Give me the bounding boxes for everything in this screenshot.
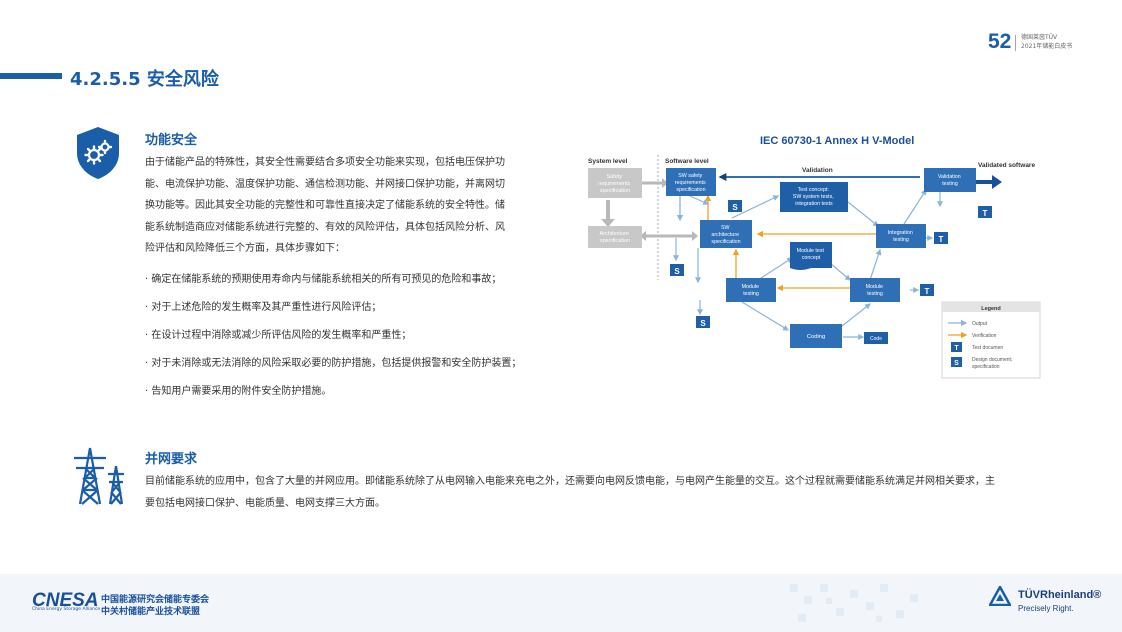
spec-badge: S	[696, 316, 710, 328]
architecture-box	[588, 226, 642, 248]
paragraph-line: 能系统制造商应对储能系统进行完整的、有效的风险评估，具体包括风险分析、风	[145, 221, 505, 233]
svg-text:Test concept: SW system te: Test concept: SW system tests, integrati…	[793, 187, 835, 207]
coding-box	[790, 324, 842, 348]
test-badge: T	[978, 206, 992, 218]
svg-text:S: S	[732, 203, 738, 212]
svg-text:T: T	[954, 345, 959, 352]
legend-design-doc: Design document; specification	[972, 357, 1014, 370]
header-divider	[1015, 35, 1016, 51]
bullet-item: · 在设计过程中消除或减少所评估风险的发生概率和严重性；	[145, 330, 412, 341]
svg-text:Validation testing: Validation testing	[938, 174, 962, 187]
paragraph-line: 要包括电网接口保护、电能质量、电网支撑三大方面。	[145, 497, 385, 509]
diagram-legend: Legend Output Verification T Test docume…	[941, 301, 1041, 379]
coding-label: Coding	[807, 334, 825, 340]
functional-safety-title: 功能安全	[145, 133, 198, 148]
diagram-title: IEC 60730-1 Annex H V-Model	[760, 135, 914, 147]
section-title: 4.2.5.5 安全风险	[70, 69, 219, 90]
svg-text:Module test concept: Module test concept	[797, 248, 826, 261]
spec-badge: S	[728, 200, 742, 212]
power-tower-icon	[74, 447, 124, 505]
shield-gear-icon	[77, 127, 119, 179]
header-publication: 德国莱茵TÜV 2021年储能白皮书	[1021, 33, 1072, 51]
module-testing-right-box	[850, 278, 900, 302]
software-level-label: Software level	[665, 158, 709, 165]
svg-text:S: S	[700, 319, 706, 328]
legend-test-doc: Test documen	[972, 345, 1003, 351]
svg-text:Architecture specification: Architecture specification	[600, 231, 631, 244]
cnesa-english-name: China Energy Storage Alliance	[32, 607, 101, 612]
test-badge: T	[920, 284, 934, 296]
paragraph-line: 换功能等。因此其安全功能的完整性和可靠性直接决定了储能系统的安全特性。储	[145, 200, 505, 211]
test-badge: T	[934, 232, 948, 244]
safety-requirements-box	[588, 168, 642, 198]
svg-text:Module testing: Module testing	[742, 284, 761, 297]
svg-text:S: S	[674, 267, 680, 276]
paragraph-line: 由于储能产品的特殊性，其安全性需要结合多项安全功能来实现，包括电压保护功	[145, 157, 505, 168]
code-box	[864, 332, 888, 344]
paragraph-line: 目前储能系统的应用中，包含了大量的并网应用。即储能系统除了从电网输入电能来充电之…	[145, 476, 995, 487]
header-org-line2: 2021年储能白皮书	[1021, 43, 1073, 50]
grid-requirements-paragraph: 目前储能系统的应用中，包含了大量的并网应用。即储能系统除了从电网输入电能来充电之…	[145, 471, 1065, 514]
tuv-logo-text: TÜVRheinland®	[1018, 589, 1102, 601]
system-level-label: System level	[588, 158, 628, 165]
svg-text:Module testing: Module testing	[866, 284, 885, 297]
tuv-triangle-icon	[989, 586, 1011, 606]
bullet-item: · 对于未消除或无法消除的风险采取必要的防护措施，包括提供报警和安全防护装置；	[145, 358, 522, 369]
page-number: 52	[988, 30, 1012, 53]
paragraph-line: 能、电流保护功能、温度保护功能、通信检测功能、并网接口保护功能，并离网切	[145, 178, 505, 190]
bullet-item: · 对于上述危险的发生概率及其严重性进行风险评估；	[145, 302, 382, 313]
cnesa-chinese-name-2: 中关村储能产业技术联盟	[101, 607, 201, 617]
test-concept-box	[780, 182, 848, 212]
header-org-line1: 德国莱茵TÜV	[1021, 34, 1058, 41]
module-test-concept-box	[790, 242, 832, 268]
validated-software-label: Validated software	[978, 162, 1035, 169]
v-model-diagram: IEC 60730-1 Annex H V-Model System level…	[588, 135, 1041, 379]
footer-band	[0, 574, 1122, 632]
code-label: Code	[870, 336, 882, 342]
tuv-tagline: Precisely Right.	[1018, 604, 1074, 613]
cnesa-chinese-name-1: 中国能源研究会储能专委会	[101, 595, 210, 605]
svg-text:T: T	[925, 287, 930, 296]
svg-text:Safety requirements sp: Safety requirements specification	[598, 174, 632, 194]
bullet-item: · 确定在储能系统的预期使用寿命内与储能系统相关的所有可预见的危险和事故；	[145, 274, 502, 285]
grid-requirements-title: 并网要求	[145, 452, 198, 467]
section-title-bar	[0, 73, 62, 79]
svg-text:T: T	[939, 235, 944, 244]
legend-output: Output	[972, 321, 988, 327]
paragraph-line: 险评估和风险降低三个方面，具体步骤如下：	[145, 243, 345, 254]
validated-software-arrow	[976, 175, 1002, 189]
sw-architecture-box	[700, 220, 752, 248]
cnesa-logo: CNESA	[32, 590, 99, 611]
sw-safety-requirements-box	[666, 168, 716, 196]
module-testing-left-box	[726, 278, 776, 302]
validation-label: Validation	[802, 167, 833, 174]
footer-dot-pattern	[790, 584, 918, 622]
spec-badge: S	[670, 264, 684, 276]
validation-testing-box	[924, 168, 976, 192]
functional-safety-paragraph: 由于储能产品的特殊性，其安全性需要结合多项安全功能来实现，包括电压保护功 能、电…	[145, 152, 545, 260]
svg-text:T: T	[983, 209, 988, 218]
integration-testing-box	[876, 224, 926, 248]
legend-verification: Verification	[972, 333, 997, 339]
svg-text:SW architecture specif: SW architecture specification	[711, 225, 740, 245]
svg-text:Integration testing: Integration testing	[888, 230, 915, 243]
svg-text:S: S	[954, 360, 959, 367]
svg-text:SW safety requirements: SW safety requirements specification	[675, 173, 707, 193]
bullet-item: · 告知用户需要采用的附件安全防护措施。	[145, 386, 332, 397]
legend-title: Legend	[981, 306, 1001, 312]
